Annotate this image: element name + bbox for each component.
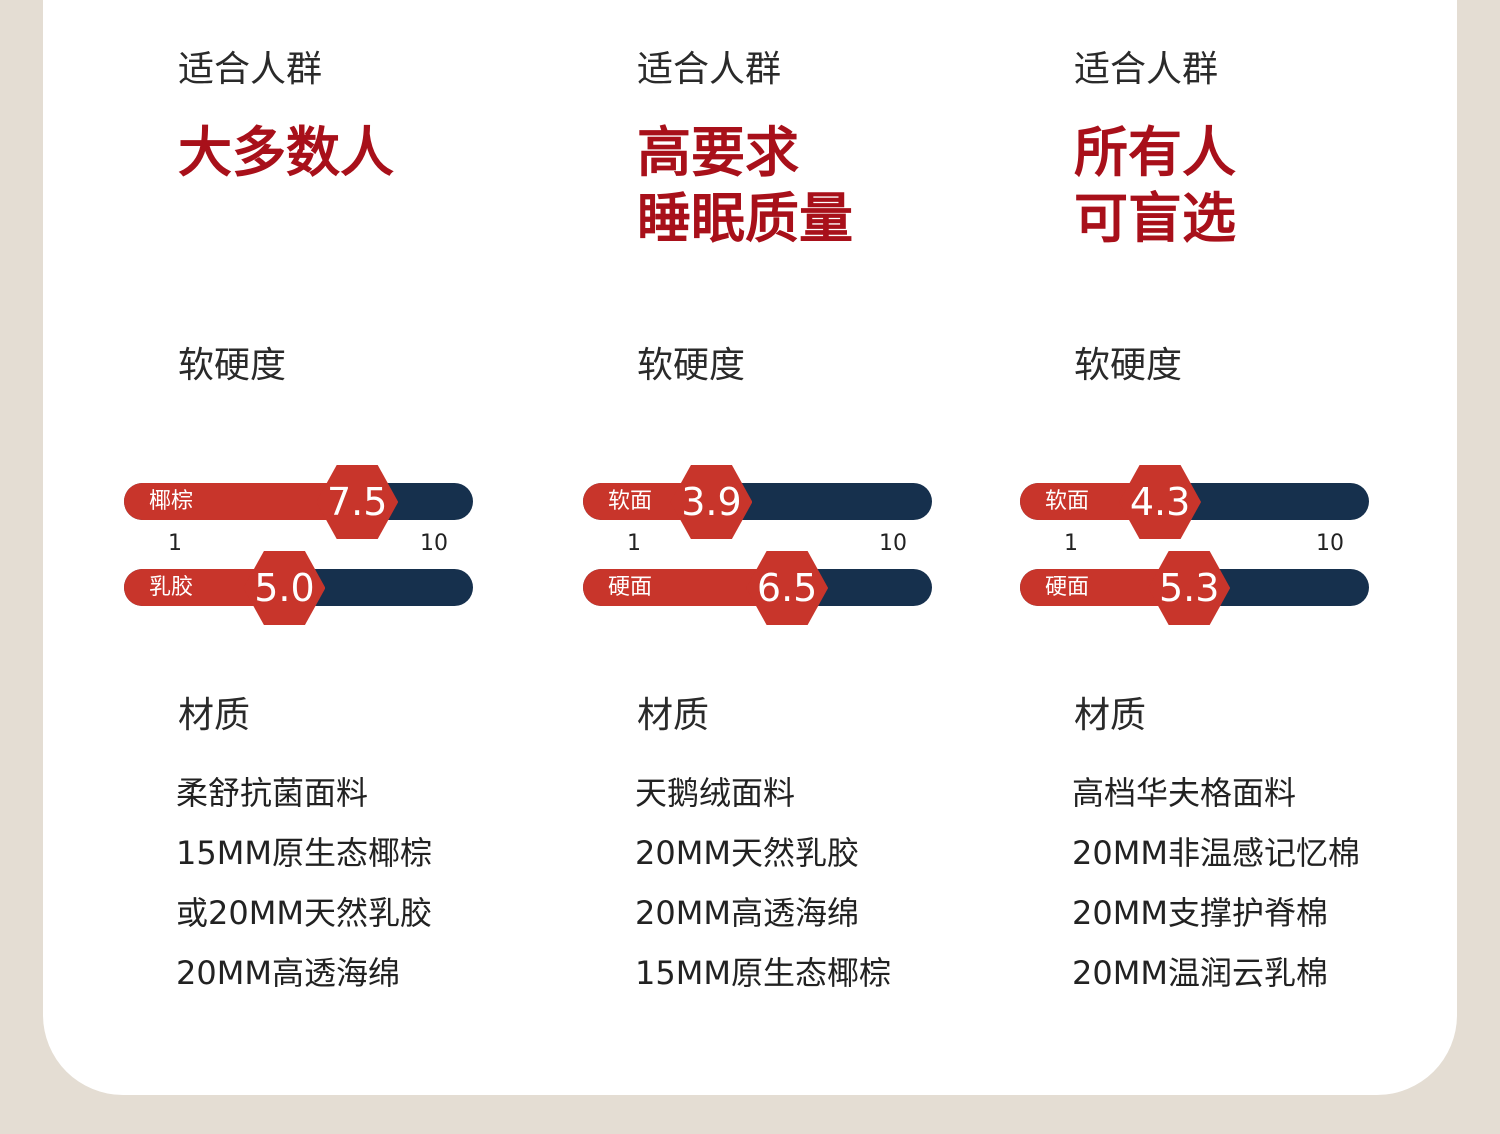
suit-line: 可盲选 — [1074, 187, 1236, 250]
hardness-value-badge: 5.0 — [243, 551, 326, 625]
scale-max: 10 — [420, 531, 448, 556]
hardness-value-badge: 3.9 — [670, 465, 753, 539]
material-item: 或20MM天然乳胶 — [176, 894, 432, 932]
hardness-value-badge: 4.3 — [1119, 465, 1202, 539]
hardness-label: 软硬度 — [637, 345, 746, 386]
material-item: 20MM天然乳胶 — [635, 834, 859, 872]
hardness-label: 软硬度 — [178, 345, 287, 386]
hardness-bar-name: 乳胶 — [149, 575, 194, 600]
material-item: 20MM高透海绵 — [176, 954, 400, 992]
hardness-label: 软硬度 — [1074, 345, 1183, 386]
product-column-1: 适合人群 大多数人 软硬度 椰棕 7.5 1 10 乳胶 5.0 材质 柔舒抗菌… — [124, 0, 544, 1095]
suit-label: 适合人群 — [1074, 49, 1219, 90]
material-item: 15MM原生态椰棕 — [176, 834, 432, 872]
hardness-bar: 软面 3.9 — [583, 465, 932, 539]
hardness-bar: 椰棕 7.5 — [124, 465, 473, 539]
material-label: 材质 — [178, 695, 251, 736]
hardness-bar: 硬面 6.5 — [583, 551, 932, 625]
product-column-3: 适合人群 所有人 可盲选 软硬度 软面 4.3 1 10 硬面 5.3 材质 高… — [1020, 0, 1440, 1095]
scale-min: 1 — [168, 531, 182, 556]
hardness-bar: 软面 4.3 — [1020, 465, 1369, 539]
hardness-bar-name: 硬面 — [1045, 575, 1090, 600]
suit-line: 睡眠质量 — [637, 187, 853, 250]
scale-min: 1 — [1064, 531, 1078, 556]
hardness-value-badge: 5.3 — [1148, 551, 1231, 625]
product-column-2: 适合人群 高要求 睡眠质量 软硬度 软面 3.9 1 10 硬面 6.5 材质 … — [583, 0, 1003, 1095]
material-item: 15MM原生态椰棕 — [635, 954, 891, 992]
suit-label: 适合人群 — [178, 49, 323, 90]
material-item: 天鹅绒面料 — [635, 774, 796, 812]
suit-headline: 大多数人 — [178, 120, 394, 186]
material-item: 20MM高透海绵 — [635, 894, 859, 932]
hardness-bar-name: 软面 — [1045, 489, 1090, 514]
scale-max: 10 — [1316, 531, 1344, 556]
material-label: 材质 — [637, 695, 710, 736]
scale-min: 1 — [627, 531, 641, 556]
material-item: 20MM支撑护脊棉 — [1072, 894, 1328, 932]
hardness-bar-name: 软面 — [608, 489, 653, 514]
suit-line: 高要求 — [637, 121, 799, 184]
material-item: 高档华夫格面料 — [1072, 774, 1297, 812]
suit-line: 所有人 — [1074, 121, 1236, 184]
content-card: 适合人群 大多数人 软硬度 椰棕 7.5 1 10 乳胶 5.0 材质 柔舒抗菌… — [43, 0, 1457, 1095]
hardness-bar: 乳胶 5.0 — [124, 551, 473, 625]
scale-max: 10 — [879, 531, 907, 556]
material-item: 20MM非温感记忆棉 — [1072, 834, 1360, 872]
hardness-value-badge: 7.5 — [316, 465, 399, 539]
material-item: 柔舒抗菌面料 — [176, 774, 369, 812]
suit-headline: 所有人 可盲选 — [1074, 120, 1236, 252]
suit-headline: 高要求 睡眠质量 — [637, 120, 853, 252]
hardness-bar: 硬面 5.3 — [1020, 551, 1369, 625]
hardness-bar-name: 椰棕 — [149, 489, 194, 514]
suit-label: 适合人群 — [637, 49, 782, 90]
suit-line: 大多数人 — [178, 121, 394, 184]
material-label: 材质 — [1074, 695, 1147, 736]
material-item: 20MM温润云乳棉 — [1072, 954, 1328, 992]
hardness-bar-name: 硬面 — [608, 575, 653, 600]
hardness-value-badge: 6.5 — [746, 551, 829, 625]
